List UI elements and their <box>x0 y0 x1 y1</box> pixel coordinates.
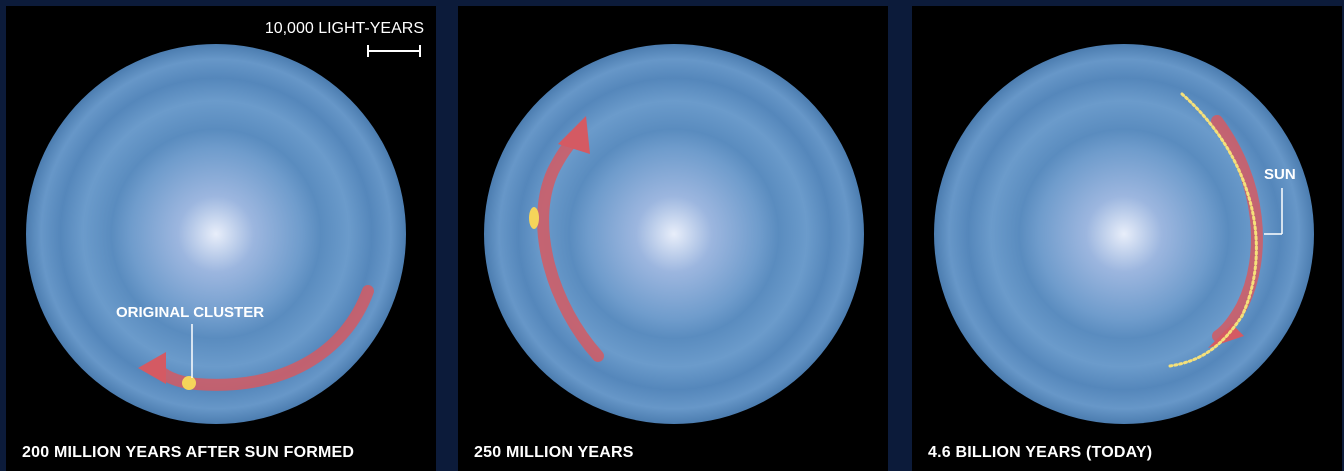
original-cluster-label: ORIGINAL CLUSTER <box>116 304 265 321</box>
orbit-arrow <box>148 285 374 391</box>
arrow-head <box>558 116 590 154</box>
galaxy-diagram <box>26 44 421 424</box>
galaxy-diagram <box>934 44 1314 424</box>
panel-4-6-billion-years: SUN 4.6 BILLION YEARS (TODAY) <box>912 6 1342 471</box>
orbit-arrow <box>537 130 604 362</box>
panel-caption: 200 MILLION YEARS AFTER SUN FORMED <box>22 444 355 461</box>
sun-label: SUN <box>1264 166 1296 183</box>
cluster-dot <box>529 207 539 229</box>
panel-250-million-years: 250 MILLION YEARS <box>458 6 888 471</box>
galaxy-diagram <box>484 44 864 424</box>
cluster-dot <box>182 376 196 390</box>
scale-bar-label: 10,000 LIGHT-YEARS <box>264 20 424 37</box>
panel-caption: 4.6 BILLION YEARS (TODAY) <box>928 444 1153 461</box>
arrow-head <box>138 352 166 384</box>
panel-200-million-years: 10,000 LIGHT-YEARS ORIGINAL CLUSTER 200 … <box>6 6 436 471</box>
panel-caption: 250 MILLION YEARS <box>474 444 634 461</box>
galaxy-disk <box>26 44 406 424</box>
star-stream <box>1168 92 1258 368</box>
orbit-arrow <box>1211 115 1263 342</box>
